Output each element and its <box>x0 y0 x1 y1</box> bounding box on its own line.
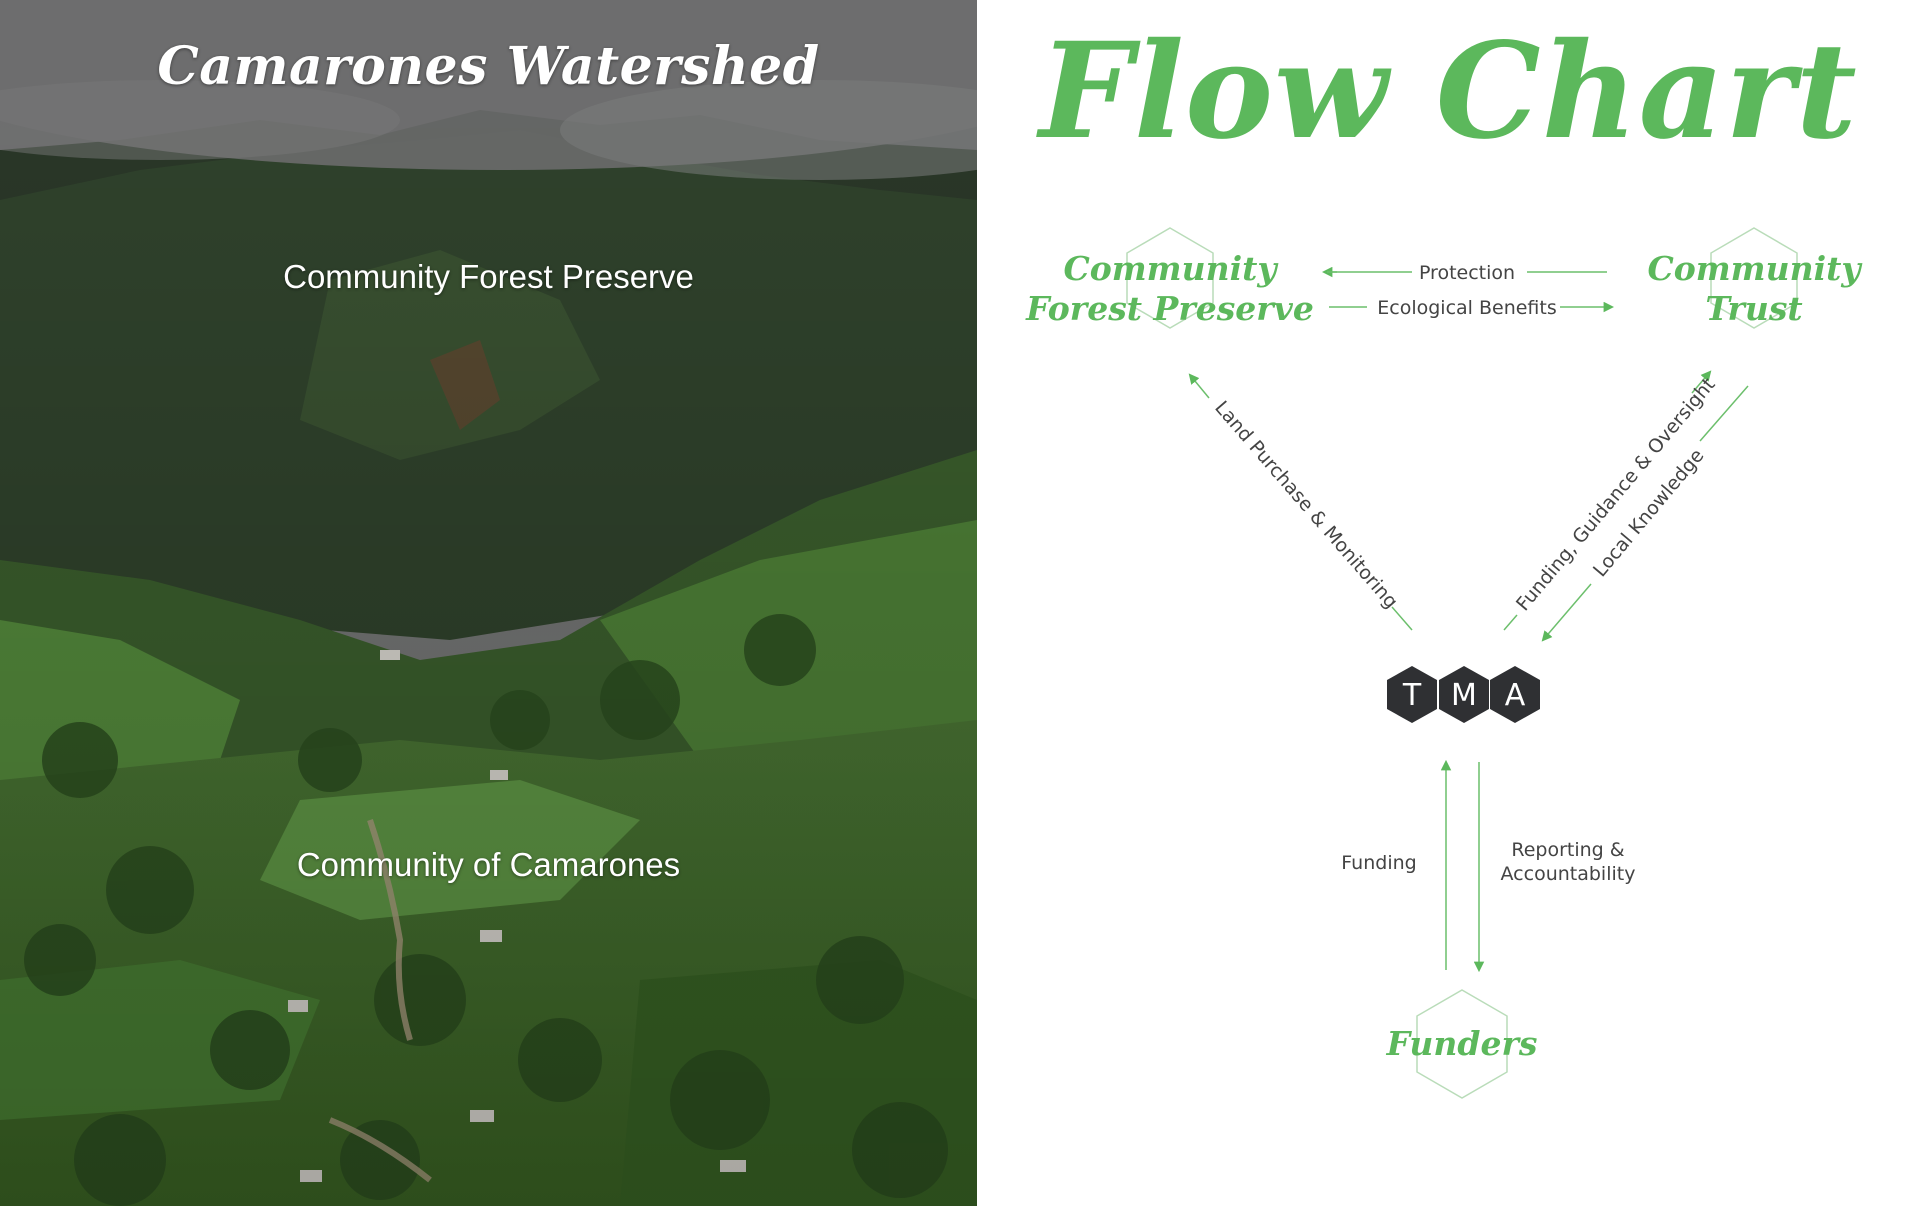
hexagon-icon <box>1387 666 1437 723</box>
forest-preserve-label-line2: Forest Preserve <box>1025 289 1314 328</box>
forest-preserve-label-line1: Community <box>1063 249 1279 288</box>
flow-chart-title: Flow Chart <box>1039 14 1858 169</box>
edge-funding-guidance: Funding, Guidance & Oversight <box>1503 370 1720 631</box>
node-community-trust: Community Trust <box>1647 227 1863 329</box>
hexagon-icon <box>1439 666 1489 723</box>
edge-land-purchase: Land Purchase & Monitoring <box>1188 373 1413 631</box>
watershed-photo-panel: Camarones Watershed Community Forest Pre… <box>0 0 977 1206</box>
node-tma: T M A <box>1387 666 1540 723</box>
tma-letter-t: T <box>1402 678 1422 713</box>
community-trust-label-line1: Community <box>1647 249 1863 288</box>
edge-protection: Protection <box>1321 262 1607 284</box>
community-photo-label: Community of Camarones <box>296 846 681 883</box>
funding-label: Funding <box>1341 852 1416 874</box>
edge-funding: Funding <box>1341 759 1452 970</box>
protection-label: Protection <box>1419 262 1515 284</box>
hexagon-outline-icon <box>1126 227 1214 329</box>
hexagon-outline-icon <box>1416 989 1508 1099</box>
reporting-label-line1: Reporting & <box>1511 839 1624 861</box>
hexagon-icon <box>1490 666 1540 723</box>
edge-local-knowledge: Local Knowledge <box>1541 385 1749 642</box>
photo-title: Camarones Watershed <box>157 36 820 97</box>
watershed-photo <box>0 0 977 1206</box>
hexagon-outline-icon <box>1710 227 1798 329</box>
ecological-benefits-label: Ecological Benefits <box>1377 297 1557 319</box>
flow-diagram: Community Forest Preserve Community Trus… <box>1025 227 1863 1099</box>
flow-chart-panel: Flow Chart Community Forest Preserve Com… <box>977 0 1920 1206</box>
reporting-label-line2: Accountability <box>1501 863 1636 885</box>
funding-guidance-label: Funding, Guidance & Oversight <box>1512 374 1720 615</box>
node-funders: Funders <box>1386 989 1538 1099</box>
tma-letter-a: A <box>1505 678 1526 713</box>
tma-letter-m: M <box>1451 678 1477 713</box>
edge-ecological-benefits: Ecological Benefits <box>1329 297 1615 319</box>
funders-label: Funders <box>1386 1024 1538 1063</box>
forest-preserve-photo-label: Community Forest Preserve <box>283 258 694 295</box>
land-purchase-label: Land Purchase & Monitoring <box>1210 397 1402 613</box>
community-trust-label-line2: Trust <box>1705 289 1802 328</box>
edge-reporting: Reporting & Accountability <box>1473 762 1636 973</box>
node-forest-preserve: Community Forest Preserve <box>1025 227 1314 329</box>
